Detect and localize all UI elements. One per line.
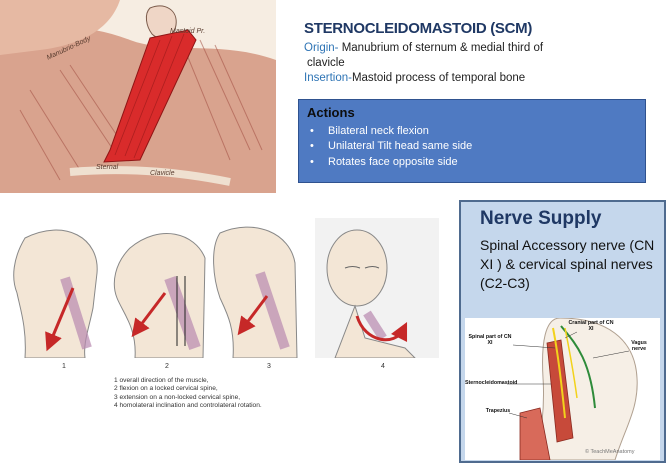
bullet-icon: •: [310, 125, 314, 137]
insertion-text: Insertion-Mastoid process of temporal bo…: [304, 71, 525, 86]
action-item: •Unilateral Tilt head same side: [310, 140, 473, 152]
movement-figure-4: [315, 218, 439, 359]
scm-anatomy-illustration: Manubrio-Body Mastoid Pr. Clavicle Stern…: [0, 0, 276, 193]
movement-figure-1: [13, 229, 98, 359]
illustration-label: Mastoid Pr.: [170, 28, 206, 35]
scm-muscle-highlight: [103, 29, 197, 163]
action-item: •Rotates face opposite side: [310, 156, 458, 168]
bullet-icon: •: [310, 140, 314, 152]
nerve-diagram: Cranial part of CN XI Spinal part of CN …: [465, 318, 660, 460]
diagram-label-spinal: Spinal part of CN XI: [468, 334, 512, 346]
diagram-label-scm: Sternocleidomastoid: [465, 380, 518, 386]
diagram-label-trapezius: Trapezius: [485, 408, 511, 414]
actions-heading: Actions: [307, 105, 355, 120]
figure-number: 3: [267, 363, 271, 370]
illustration-label: Sternal: [96, 164, 119, 171]
diagram-label-vagus: Vagus nerve: [631, 340, 647, 352]
origin-value-line2: clavicle: [307, 57, 345, 69]
bullet-icon: •: [310, 156, 314, 168]
figure-caption: 1 overall direction of the muscle, 2 fle…: [114, 377, 262, 410]
nerve-supply-text: Spinal Accessory nerve (CN XI ) & cervic…: [480, 237, 655, 291]
diagram-label-cranial: Cranial part of CN XI: [568, 320, 614, 332]
origin-text: Origin- Manubrium of sternum & medial th…: [304, 41, 604, 71]
action-item: •Bilateral neck flexion: [310, 125, 429, 137]
figure-number: 4: [381, 363, 385, 370]
movement-figure-3: [213, 226, 298, 359]
movement-figure-2: [113, 233, 206, 359]
origin-value: Manubrium of sternum & medial third of: [338, 42, 544, 54]
insertion-label: Insertion-: [304, 72, 352, 84]
origin-label: Origin-: [304, 42, 339, 54]
scm-movement-figures: [5, 218, 439, 359]
actions-box: [298, 99, 646, 183]
page-title: STERNOCLEIDOMASTOID (SCM): [304, 20, 533, 37]
nerve-supply-heading: Nerve Supply: [480, 208, 602, 229]
figure-number: 2: [165, 363, 169, 370]
insertion-value: Mastoid process of temporal bone: [351, 72, 526, 84]
illustration-label: Clavicle: [150, 170, 175, 177]
figure-number: 1: [62, 363, 66, 370]
watermark: © TeachMeAnatomy: [585, 449, 635, 455]
